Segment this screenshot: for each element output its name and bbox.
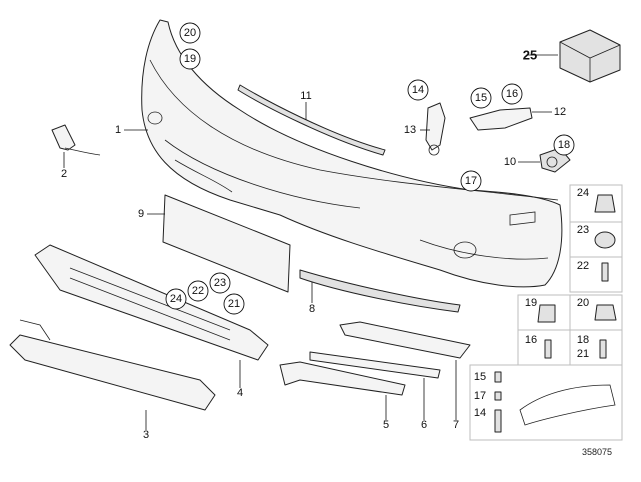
label-6: 6	[421, 419, 427, 431]
side-20: 20	[577, 297, 589, 309]
label-11: 11	[300, 90, 311, 102]
label-5: 5	[383, 419, 389, 431]
diagram-id: 358075	[582, 447, 612, 457]
bumper-cover	[141, 19, 563, 288]
label-25: 25	[523, 48, 537, 63]
label-1: 1	[115, 124, 121, 136]
lower-trim	[9, 319, 216, 411]
circle-16: 16	[506, 88, 518, 100]
label-12: 12	[554, 106, 566, 118]
bracket-part	[51, 124, 101, 156]
label-2: 2	[61, 168, 67, 180]
box-22	[569, 256, 623, 293]
circle-19: 19	[184, 53, 196, 65]
circle-24: 24	[170, 293, 182, 305]
circled-labels: 20 19 14 15 16 18 17 23 22 24 21	[165, 22, 575, 315]
label-3: 3	[143, 429, 149, 441]
label-10: 10	[504, 156, 516, 168]
circle-21: 21	[228, 298, 240, 310]
label-8: 8	[309, 303, 315, 315]
side-18: 18	[577, 334, 589, 346]
label-13: 13	[404, 124, 416, 136]
trim-strip	[237, 84, 386, 156]
circle-20: 20	[184, 27, 196, 39]
holder-part	[469, 107, 533, 131]
side-17: 17	[474, 390, 486, 402]
leader-lines	[63, 54, 558, 430]
box-car	[469, 364, 623, 441]
label-9: 9	[138, 208, 144, 220]
side-24: 24	[577, 187, 589, 199]
circle-18: 18	[558, 139, 570, 151]
side-23: 23	[577, 224, 589, 236]
strip-brackets	[279, 321, 471, 396]
side-16: 16	[525, 334, 537, 346]
clip-part	[425, 102, 446, 156]
part-labels: 1 2 3 4 5 6 7 8 9 10 11 12 13 25	[61, 48, 566, 442]
box-part	[559, 29, 621, 83]
circle-14: 14	[412, 84, 424, 96]
lower-strip	[299, 269, 461, 313]
label-4: 4	[237, 387, 243, 399]
sidebox-labels: 24 23 22 19 20 16 18 21 15 17 14	[474, 187, 589, 419]
circle-22: 22	[192, 285, 204, 297]
side-14: 14	[474, 407, 486, 419]
side-22: 22	[577, 260, 589, 272]
circle-23: 23	[214, 277, 226, 289]
box-18-21	[569, 329, 623, 366]
side-19: 19	[525, 297, 537, 309]
side-15: 15	[474, 371, 486, 383]
side-21: 21	[577, 348, 589, 360]
label-7: 7	[453, 419, 459, 431]
plate-base	[162, 194, 291, 293]
circle-17: 17	[465, 175, 477, 187]
circle-15: 15	[475, 92, 487, 104]
grille-part	[34, 244, 269, 361]
fastener-boxes	[469, 184, 623, 441]
